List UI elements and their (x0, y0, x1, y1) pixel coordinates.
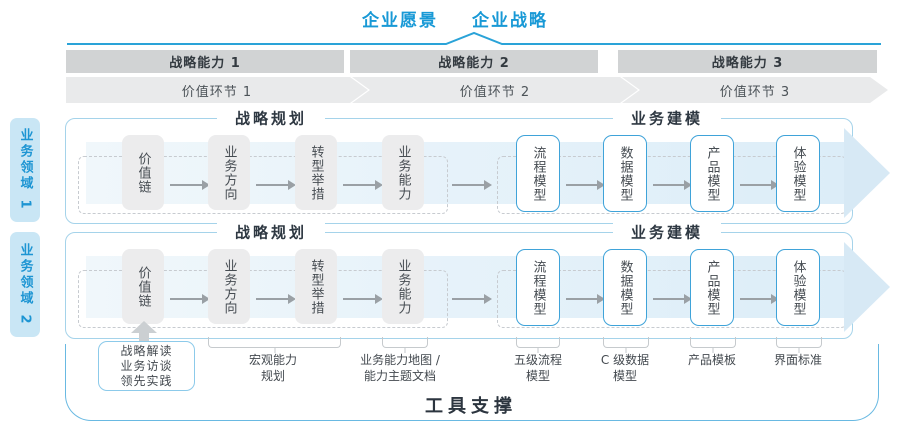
value-link-chevron-3: 价值环节 3 (622, 77, 888, 103)
flow-box-experience-model: 体验模型 (776, 249, 820, 326)
bracket-capability-map (382, 337, 428, 348)
right-arrow-icon (653, 180, 692, 190)
strategy-inputs-box: 战略解读 业务访谈 领先实践 (98, 341, 195, 391)
right-arrow-icon (740, 294, 779, 304)
top-title-row: 企业愿景 企业战略 (0, 6, 910, 31)
section-header-planning: 战略规划 (216, 221, 326, 243)
enterprise-vision-title: 企业愿景 (362, 11, 438, 31)
right-arrow-icon (170, 180, 210, 190)
flow-box-process-model: 流程模型 (516, 135, 560, 212)
right-arrow-icon (256, 180, 296, 190)
input-line: 业务访谈 (120, 358, 173, 373)
capability-bar-3: 战略能力 3 (618, 50, 877, 73)
flow-box-value-chain: 价值链 (122, 249, 164, 324)
capability-label: 战略能力 1 (169, 56, 241, 71)
right-arrow-icon (256, 294, 296, 304)
input-line: 战略解读 (120, 343, 173, 358)
bracket-ui-standard (776, 337, 822, 348)
flow-box-business-capability: 业务能力 (382, 249, 424, 324)
note-ui-standard: 界面标准 (773, 353, 823, 367)
value-link-chevron-2: 价值环节 2 (352, 77, 638, 103)
right-arrow-icon (343, 180, 383, 190)
section-header-modeling: 业务建模 (612, 107, 722, 129)
planning-dashed-group (78, 270, 448, 328)
right-arrow-icon (343, 294, 383, 304)
flow-box-value-chain: 价值链 (122, 135, 164, 210)
note-capability-map: 业务能力地图 / 能力主题文档 (360, 353, 440, 383)
right-arrow-icon (452, 180, 492, 190)
up-arrow-icon (131, 321, 157, 343)
bracket-data-model (603, 337, 649, 348)
flow-box-data-model: 数据模型 (603, 135, 647, 212)
flow-box-experience-model: 体验模型 (776, 135, 820, 212)
bracket-process-model (516, 337, 560, 348)
business-domain-1-label: 业务领域 1 (10, 118, 40, 222)
right-arrow-icon (566, 180, 605, 190)
business-domain-2-label: 业务领域 2 (10, 232, 40, 337)
note-process-model: 五级流程 模型 (513, 353, 563, 383)
bracket-product-template (690, 337, 736, 348)
big-right-arrow-icon (844, 128, 890, 218)
value-link-label: 价值环节 3 (719, 84, 791, 100)
flow-box-product-model: 产品模型 (690, 135, 734, 212)
note-data-model: C 级数据 模型 (600, 353, 650, 383)
tool-support-label: 工具支撑 (425, 396, 517, 417)
flow-box-product-model: 产品模型 (690, 249, 734, 326)
enterprise-strategy-title: 企业战略 (472, 11, 548, 31)
capability-label: 战略能力 2 (438, 56, 510, 71)
right-arrow-icon (566, 294, 605, 304)
note-macro-capability: 宏观能力 规划 (248, 353, 298, 383)
flow-box-transformation: 转型举措 (295, 249, 337, 324)
input-line: 领先实践 (120, 373, 173, 388)
section-header-modeling: 业务建模 (612, 221, 722, 243)
capability-bar-1: 战略能力 1 (66, 50, 344, 73)
capability-bar-2: 战略能力 2 (350, 50, 598, 73)
flow-box-process-model: 流程模型 (516, 249, 560, 326)
right-arrow-icon (452, 294, 492, 304)
capability-label: 战略能力 3 (711, 56, 784, 71)
bracket-macro-capability (208, 337, 341, 348)
value-link-label: 价值环节 1 (181, 84, 253, 100)
right-arrow-icon (653, 294, 692, 304)
tool-support-container (65, 344, 879, 421)
vision-pointer-line-icon (67, 31, 881, 45)
flow-box-business-direction: 业务方向 (208, 249, 250, 324)
flow-box-transformation: 转型举措 (295, 135, 337, 210)
right-arrow-icon (170, 294, 210, 304)
flow-box-business-direction: 业务方向 (208, 135, 250, 210)
planning-dashed-group (78, 156, 448, 214)
note-product-template: 产品模板 (687, 353, 737, 367)
value-link-label: 价值环节 2 (459, 84, 531, 100)
big-right-arrow-icon (844, 242, 890, 332)
flow-box-data-model: 数据模型 (603, 249, 647, 326)
section-header-planning: 战略规划 (216, 107, 326, 129)
value-link-chevron-1: 价值环节 1 (66, 77, 368, 103)
flow-box-business-capability: 业务能力 (382, 135, 424, 210)
right-arrow-icon (740, 180, 779, 190)
